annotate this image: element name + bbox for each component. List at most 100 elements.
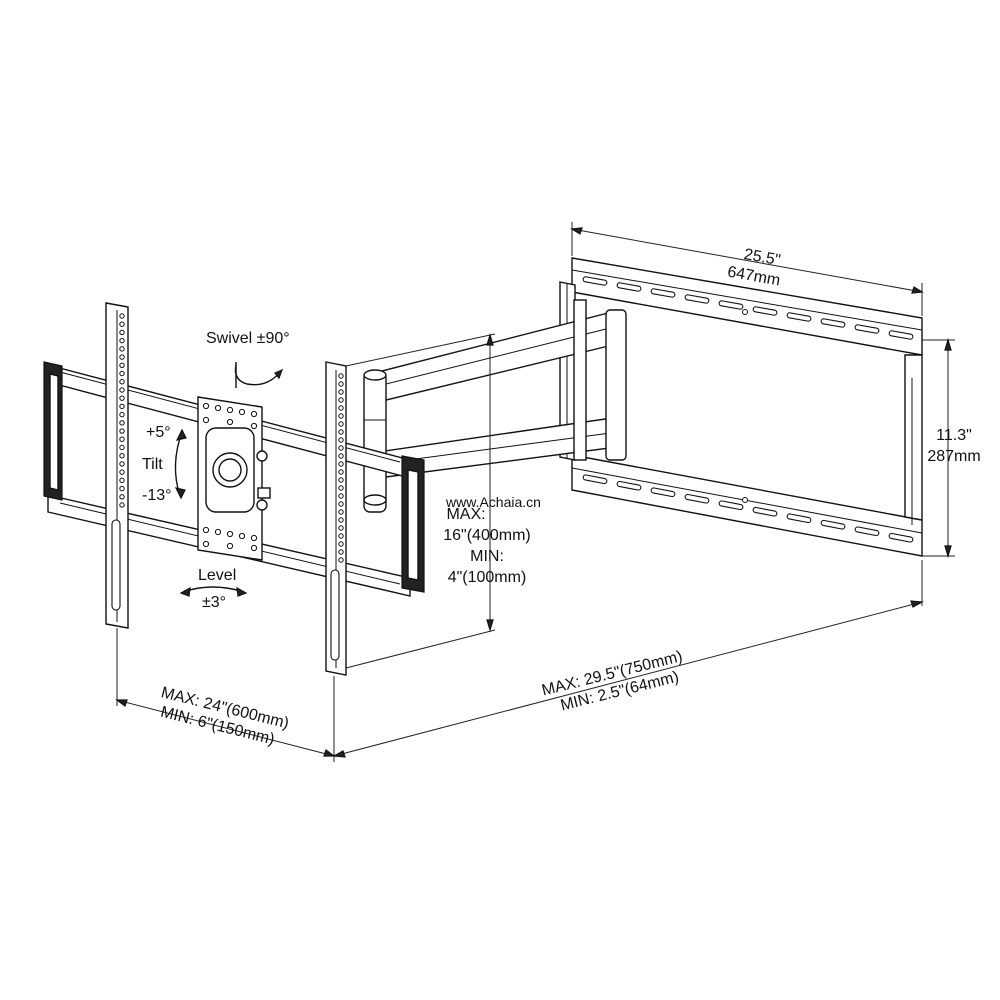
- bracket-hole: [119, 469, 125, 475]
- mounting-slot: [616, 282, 642, 292]
- bracket-hole: [119, 436, 125, 442]
- bracket-hole: [338, 405, 344, 411]
- bracket-hole: [338, 445, 344, 451]
- vesa-min-value: 4"(100mm): [448, 569, 527, 586]
- swivel-label: Swivel ±90°: [206, 330, 290, 347]
- mounting-slot: [854, 324, 880, 334]
- plate-hole: [226, 542, 234, 550]
- mounting-slot: [684, 493, 710, 504]
- mounting-slot: [820, 519, 846, 530]
- dimension-vesa: [345, 332, 496, 669]
- bracket-hole: [119, 313, 125, 319]
- bracket-hole: [119, 452, 125, 459]
- bracket-hole: [119, 395, 125, 401]
- vesa-min-label: MIN:: [470, 548, 504, 565]
- mounting-slot: [616, 480, 642, 491]
- vesa-max-value: 16"(400mm): [443, 527, 530, 544]
- bracket-hole: [338, 381, 344, 387]
- plate-hole: [250, 422, 258, 430]
- mounting-slot: [582, 276, 608, 286]
- bracket-hole: [119, 379, 125, 385]
- bracket-hole: [119, 477, 125, 484]
- bracket-hole: [119, 370, 125, 377]
- plate-hole: [238, 532, 246, 540]
- dimension-wall-width: [570, 222, 924, 316]
- mounting-slot: [752, 506, 778, 517]
- bracket-hole: [119, 354, 125, 360]
- dimension-arm-width: [115, 628, 336, 757]
- plate-hole: [238, 408, 246, 416]
- plate-hole: [202, 540, 210, 548]
- plate-hole: [250, 410, 258, 418]
- bracket-hole: [119, 362, 125, 369]
- plate-hole: [226, 418, 234, 426]
- mounting-slot: [718, 500, 744, 511]
- bracket-hole: [338, 421, 344, 427]
- plate-hole: [202, 526, 210, 534]
- bracket-hole: [119, 420, 125, 426]
- mounting-slot: [786, 312, 812, 322]
- mounting-slot: [888, 330, 914, 340]
- watermark-text: www.Achaia.cn: [445, 494, 541, 510]
- bracket-hole: [119, 411, 125, 418]
- mounting-slot: [786, 513, 812, 524]
- bracket-hole: [119, 387, 125, 393]
- plate-hole: [250, 534, 258, 542]
- tilt-up-label: +5°: [146, 424, 171, 441]
- bracket-hole: [338, 493, 344, 499]
- bracket-hole: [338, 525, 344, 531]
- bracket-hole: [338, 437, 344, 443]
- bracket-hole: [119, 502, 125, 508]
- bracket-hole: [338, 461, 344, 467]
- bracket-hole: [338, 533, 344, 539]
- mounting-slot: [650, 288, 676, 298]
- bracket-hole: [338, 373, 344, 379]
- mounting-slot: [650, 487, 676, 498]
- bracket-hole: [119, 428, 125, 434]
- bracket-hole: [338, 517, 344, 523]
- bracket-hole: [338, 557, 344, 563]
- bracket-hole: [338, 429, 344, 435]
- tv-frame: [43, 302, 425, 676]
- bracket-hole: [119, 321, 125, 327]
- dimension-extension: [332, 560, 924, 762]
- bracket-hole: [119, 346, 125, 352]
- swivel-arrow: [234, 362, 284, 388]
- mounting-slot: [582, 474, 608, 485]
- plate-hole: [226, 406, 234, 414]
- mounting-slot: [718, 300, 744, 310]
- wall-width-in-label: 25.5": [743, 246, 782, 269]
- mounting-slot: [684, 294, 710, 304]
- bracket-hole: [119, 485, 125, 492]
- bracket-hole: [338, 549, 344, 555]
- bracket-hole: [119, 494, 125, 500]
- swing-arm: [363, 299, 627, 513]
- bracket-hole: [119, 444, 125, 451]
- bracket-hole: [119, 461, 125, 467]
- mounting-slot: [820, 318, 846, 328]
- bracket-hole: [338, 413, 344, 419]
- bracket-hole: [338, 477, 344, 483]
- bracket-hole: [338, 509, 344, 515]
- plate-hole: [226, 530, 234, 538]
- bracket-hole: [338, 453, 344, 459]
- bracket-hole: [338, 501, 344, 507]
- tilt-arrow: [174, 428, 187, 500]
- mounting-slot: [888, 532, 914, 543]
- tilt-down-label: -13°: [142, 487, 172, 504]
- plate-hole: [214, 404, 222, 412]
- dimension-wall-height: [922, 337, 955, 559]
- mounting-slot: [752, 306, 778, 316]
- level-label: Level: [198, 567, 236, 584]
- bracket-hole: [338, 389, 344, 395]
- wall-height-mm-label: 287mm: [927, 448, 980, 465]
- level-value-label: ±3°: [202, 594, 226, 611]
- bracket-hole: [119, 337, 125, 344]
- plate-hole: [214, 528, 222, 536]
- bracket-hole: [119, 403, 125, 410]
- bracket-hole: [338, 485, 344, 491]
- tilt-label: Tilt: [142, 456, 163, 473]
- mounting-slot: [854, 526, 880, 537]
- bracket-hole: [119, 329, 125, 336]
- bracket-hole: [338, 469, 344, 475]
